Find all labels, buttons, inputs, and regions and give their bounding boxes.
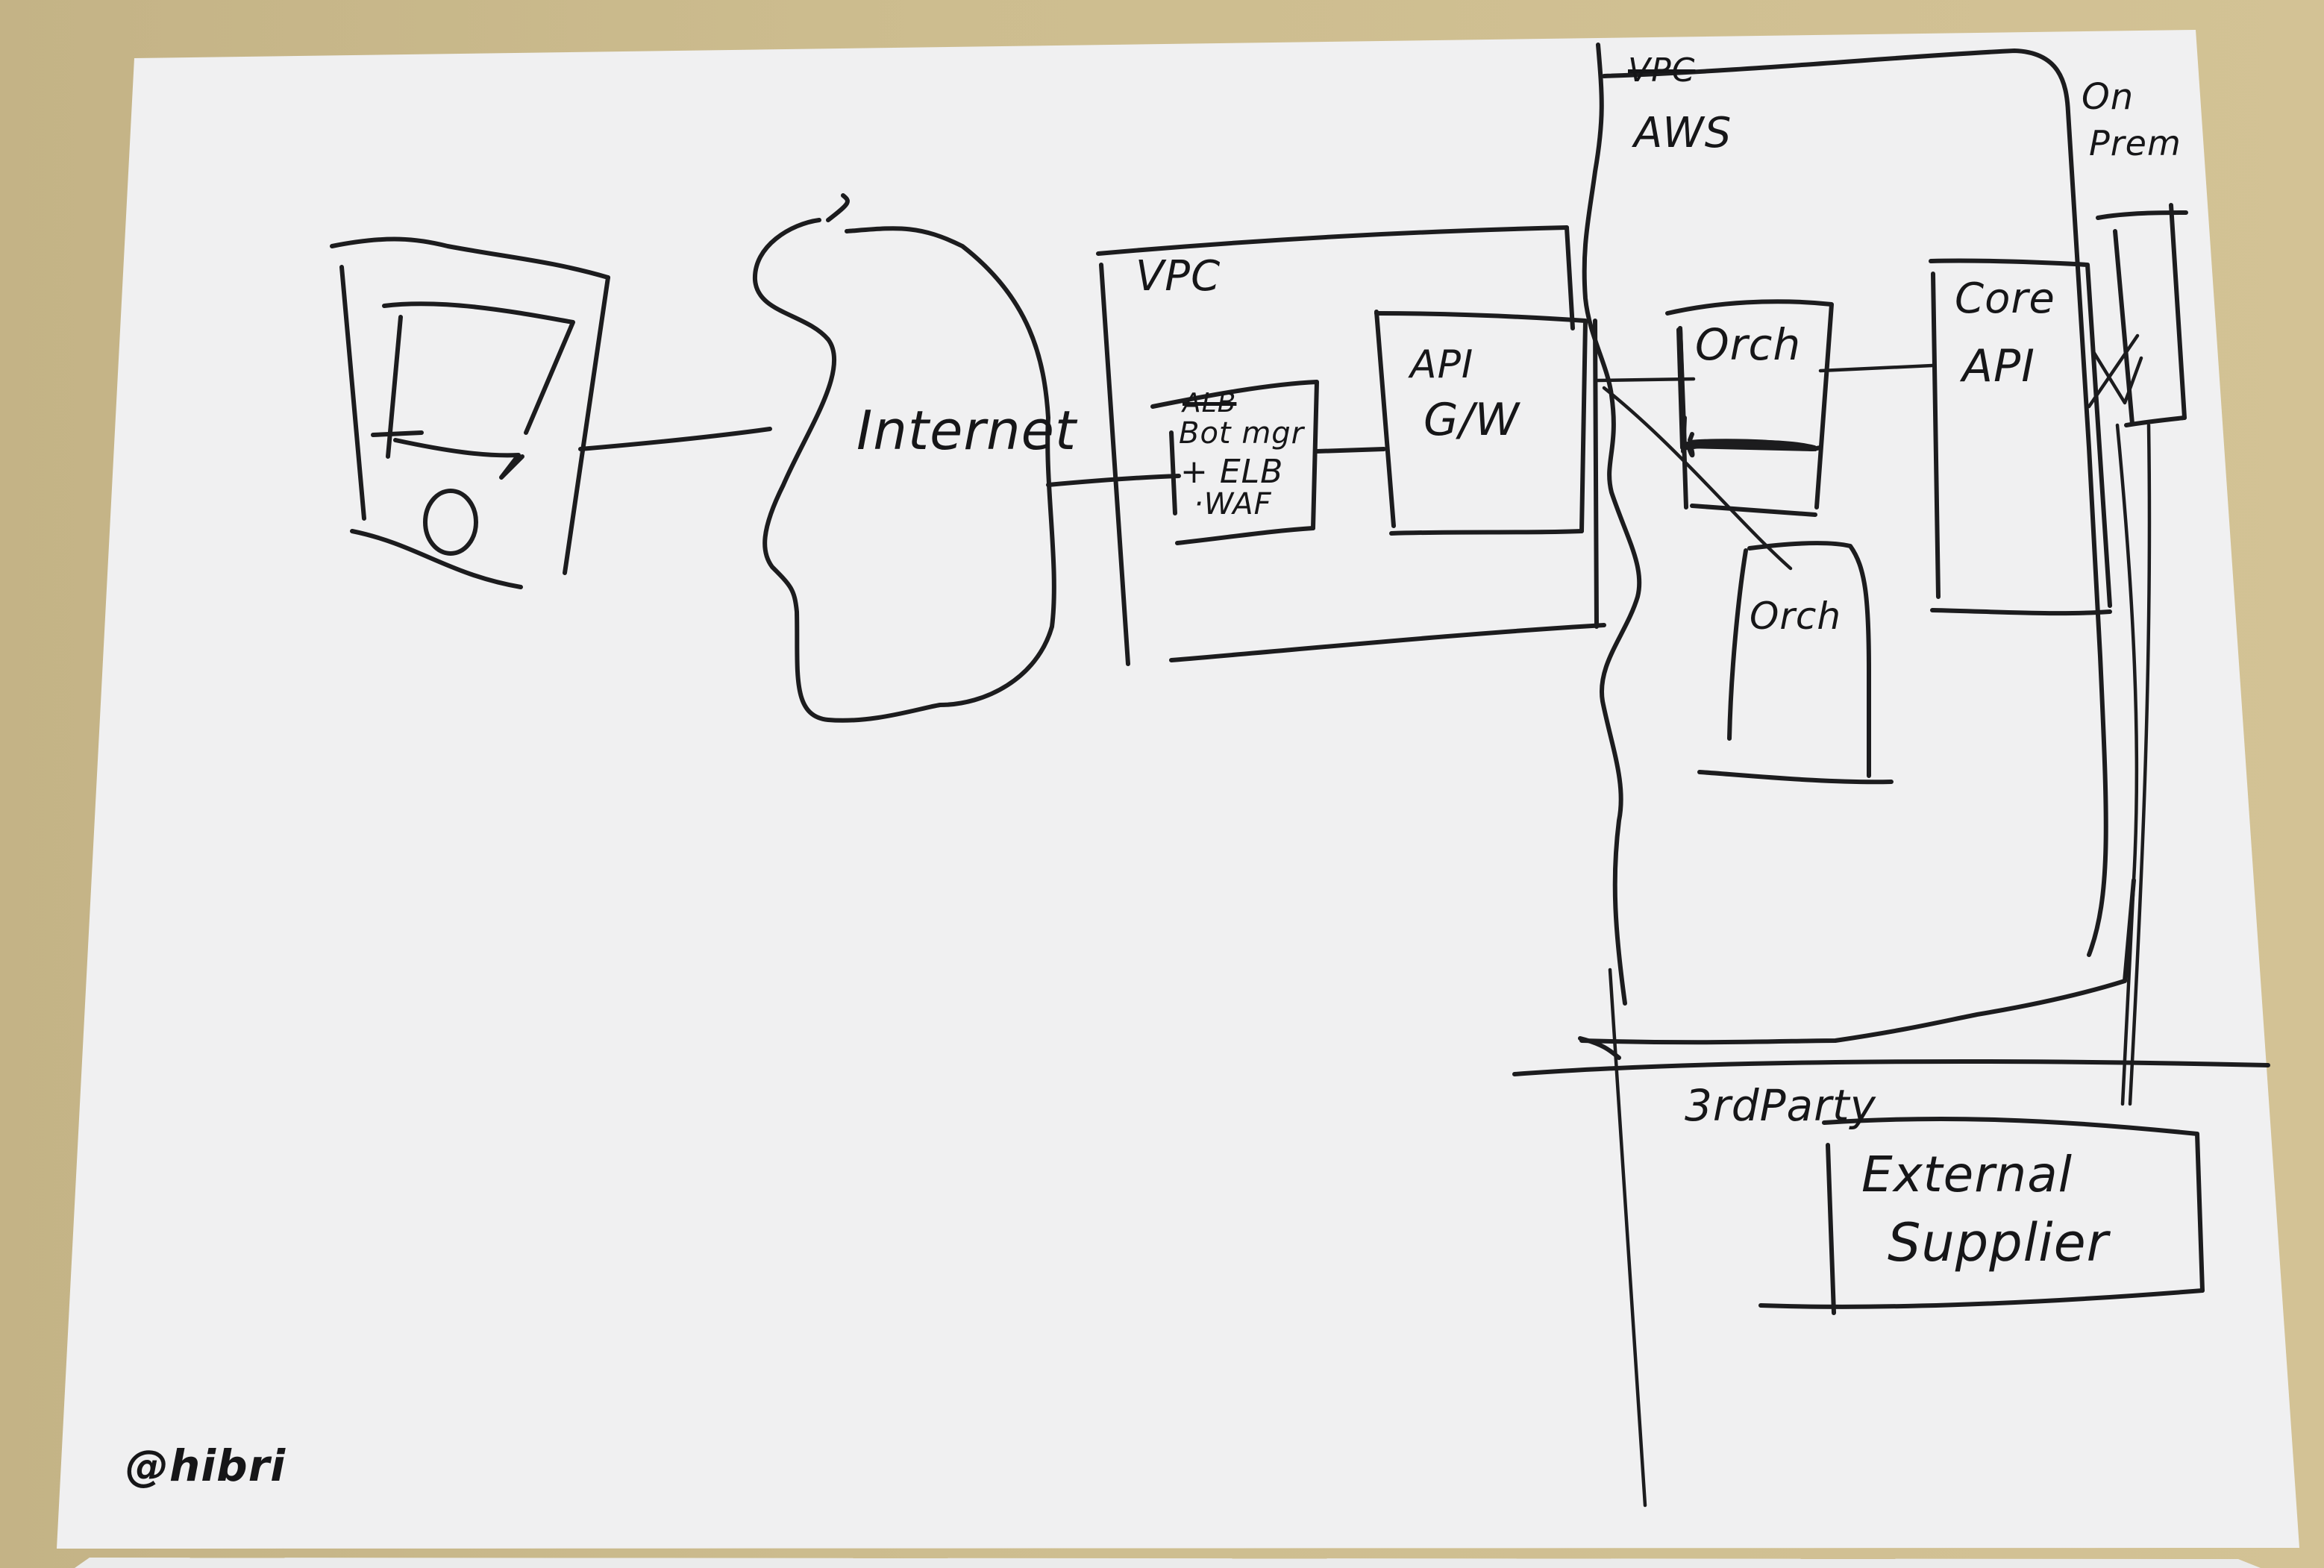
label-api-gateway-line1: API [1410,342,1474,387]
label-orch-primary: Orch [1695,319,1802,370]
label-core-api-line2: API [1962,340,2035,392]
label-external-supplier-line2: Supplier [1888,1212,2109,1273]
label-external-supplier-line1: External [1861,1146,2073,1203]
label-left-vpc: VPC [1136,252,1221,301]
edge-box [1150,380,1319,545]
label-edge-struck: ALB [1183,388,1237,418]
link-onprem-external-supplier [2115,423,2139,1106]
crossed-link-core-onprem [2087,333,2140,409]
label-edge-line1: Bot mgr [1179,416,1305,451]
label-aws-struck: VPC [1628,51,1696,90]
core-api-box [1929,258,2112,616]
label-on-prem-line1: On [2082,76,2134,118]
label-aws: AWS [1634,109,1732,157]
orch-primary-box [1665,299,1834,517]
label-orch-secondary: Orch [1750,595,1842,638]
paper-sheet-under [75,1558,2261,1568]
mobile-device-icon [330,236,610,589]
label-core-api-line1: Core [1955,275,2055,323]
label-api-gateway-line2: G/W [1423,394,1520,446]
on-prem-boundary-lower [2128,423,2152,1106]
left-vpc-boundary [1096,225,1606,666]
internet-cloud-shape [752,193,1056,723]
label-edge-line3: ·WAF [1194,487,1272,521]
link-orch-core-api [1818,363,1935,373]
link-internet-edge [1046,474,1181,487]
label-third-party: 3rdParty [1685,1080,1876,1131]
paper-sheet [57,30,2299,1549]
signature: @hibri [125,1440,286,1491]
api-gateway-box [1374,310,1588,536]
link-device-internet [578,427,772,451]
label-on-prem-line2: Prem [2089,123,2182,163]
orch-secondary-box [1697,541,1894,785]
link-edge-apigw [1315,447,1386,454]
link-apigw-orch-secondary [1602,386,1793,571]
label-internet: Internet [856,399,1077,462]
aws-boundary [1512,43,2270,1508]
link-apigw-orch-primary [1594,377,1696,383]
label-edge-line2: + ELB [1180,453,1284,491]
external-supplier-box [1758,1117,2205,1315]
strike-mark [2090,348,2143,405]
